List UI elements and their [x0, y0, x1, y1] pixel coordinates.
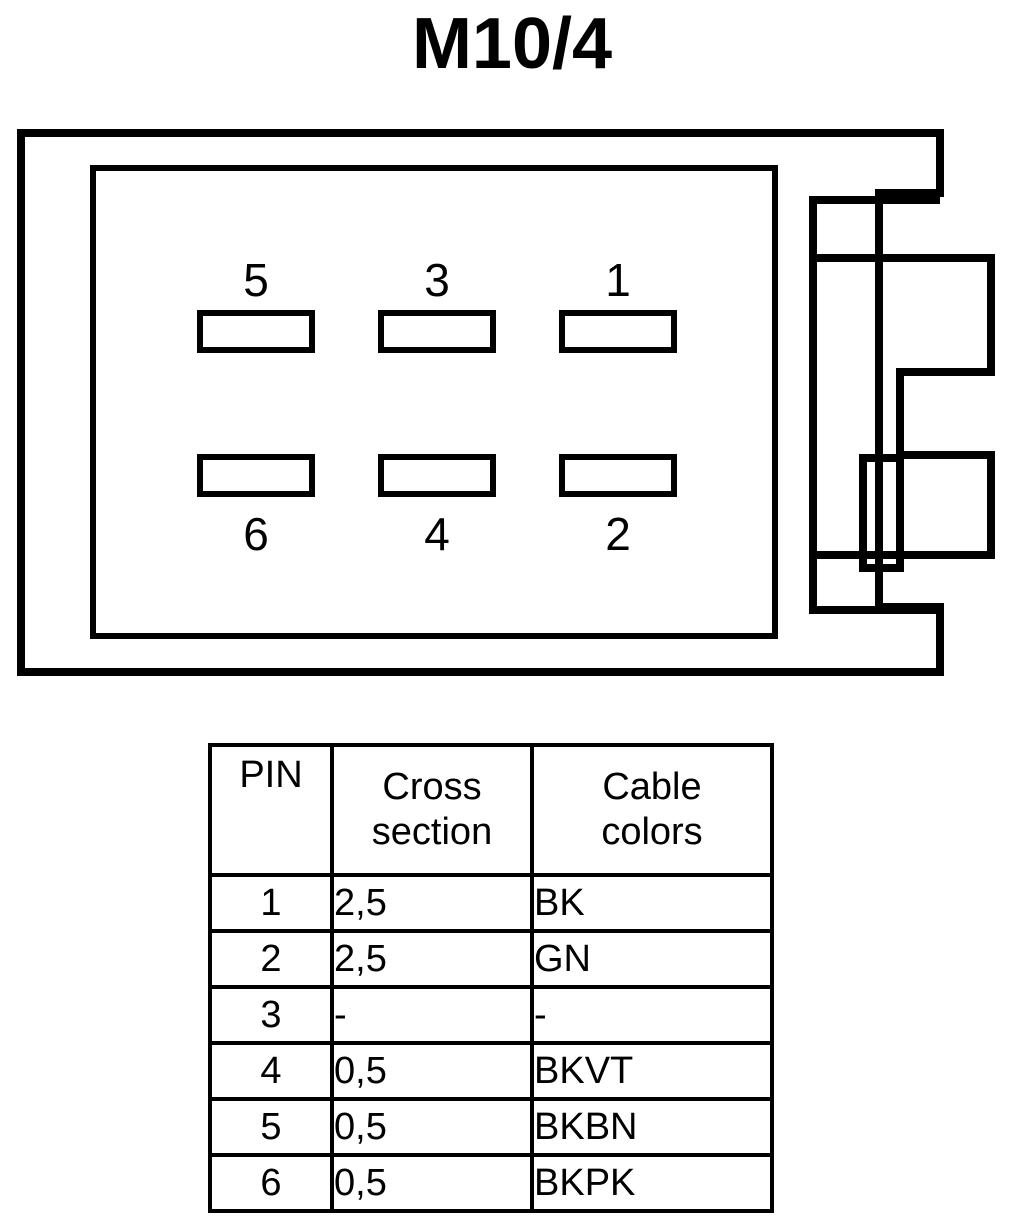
pinout-table-body: 1 2,5 BK 2 2,5 GN 3 - - 4 0,5 BKVT 5 0,5 [208, 873, 774, 1213]
page-title: M10/4 [411, 4, 613, 84]
pin-slot-1 [559, 310, 677, 353]
table-row: 6 0,5 BKPK [208, 1153, 774, 1213]
pinout-table: PIN Cross section Cable colors 1 2,5 BK … [208, 743, 774, 1213]
pin-slot-6 [197, 454, 315, 497]
cell-pin: 6 [208, 1153, 334, 1213]
cell-cable-colors: GN [530, 929, 774, 989]
pin-label-2: 2 [605, 508, 631, 560]
cell-cross-section: 2,5 [330, 873, 534, 933]
table-header-row: PIN Cross section Cable colors [208, 743, 774, 877]
cell-cable-colors: BK [530, 873, 774, 933]
header-cross-section-line1: Cross [382, 766, 482, 808]
pin-label-3: 3 [424, 254, 450, 306]
pin-label-4: 4 [424, 508, 450, 560]
connector-inner-face [90, 165, 778, 639]
pin-slot-5 [197, 310, 315, 353]
table-row: 1 2,5 BK [208, 873, 774, 933]
connector-latch-bracket [809, 196, 940, 614]
header-cable-colors-line1: Cable [602, 766, 702, 808]
cell-pin: 2 [208, 929, 334, 989]
cell-pin: 1 [208, 873, 334, 933]
cell-pin: 5 [208, 1097, 334, 1157]
table-row: 4 0,5 BKVT [208, 1041, 774, 1101]
connector-housing-diagram: 5 3 1 6 4 2 [0, 110, 1024, 700]
connector-outer-body [17, 129, 944, 676]
table-row: 2 2,5 GN [208, 929, 774, 989]
pin-slot-3 [378, 310, 496, 353]
header-cable-colors-line2: colors [601, 811, 703, 853]
pin-label-1: 1 [605, 254, 631, 306]
header-cross-section: Cross section [330, 743, 534, 877]
connector-latch-assembly [809, 254, 995, 572]
table-row: 3 - - [208, 985, 774, 1045]
header-cable-colors: Cable colors [530, 743, 774, 877]
cell-cable-colors: - [530, 985, 774, 1045]
header-cross-section-line2: section [371, 811, 493, 853]
cell-cross-section: 0,5 [330, 1097, 534, 1157]
cell-cable-colors: BKBN [530, 1097, 774, 1157]
cell-cross-section: 2,5 [330, 929, 534, 989]
header-pin: PIN [208, 743, 334, 877]
pinout-table-container: PIN Cross section Cable colors 1 2,5 BK … [208, 743, 774, 1213]
pin-slot-2 [559, 454, 677, 497]
cell-cross-section: 0,5 [330, 1153, 534, 1213]
cell-cable-colors: BKVT [530, 1041, 774, 1101]
cell-cross-section: - [330, 985, 534, 1045]
cell-pin: 4 [208, 1041, 334, 1101]
cell-pin: 3 [208, 985, 334, 1045]
cell-cross-section: 0,5 [330, 1041, 534, 1101]
pin-slot-4 [378, 454, 496, 497]
table-row: 5 0,5 BKBN [208, 1097, 774, 1157]
pin-label-6: 6 [243, 508, 269, 560]
pin-label-5: 5 [243, 254, 269, 306]
cell-cable-colors: BKPK [530, 1153, 774, 1213]
